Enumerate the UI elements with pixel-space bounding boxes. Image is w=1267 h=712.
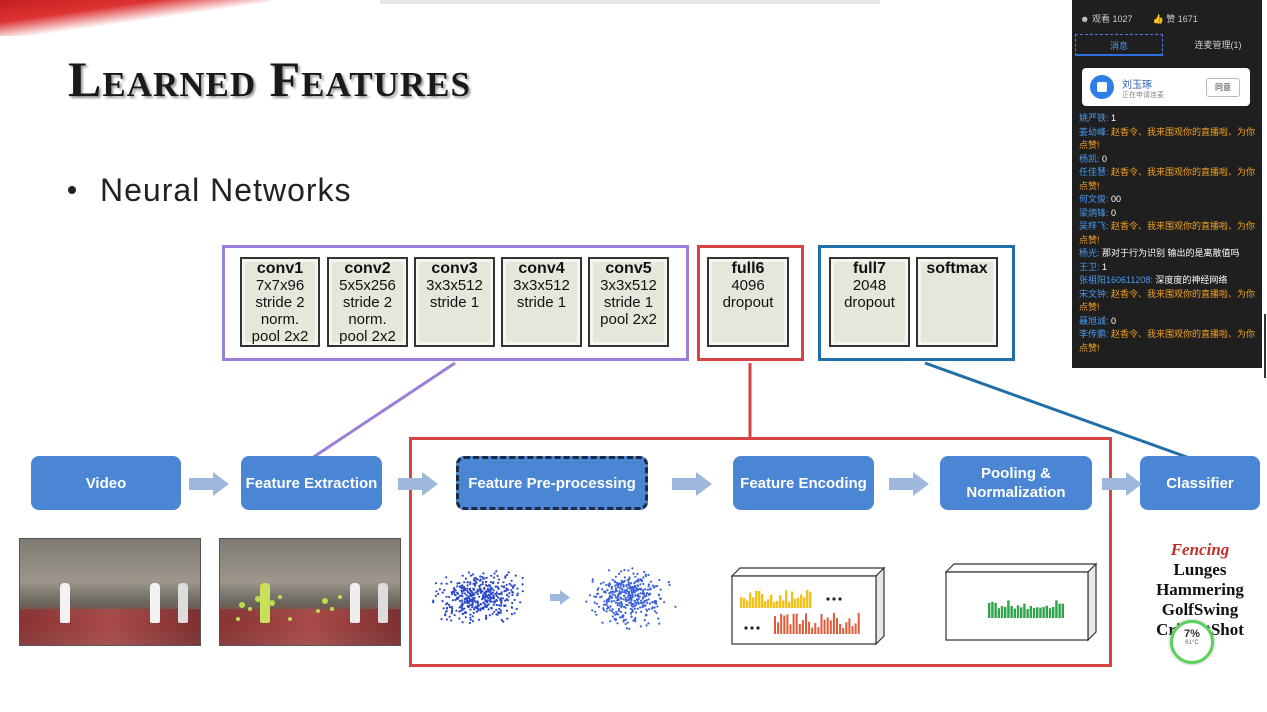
class-label: GolfSwing xyxy=(1161,600,1239,619)
chat-user[interactable]: 梁炳锋: xyxy=(1079,207,1109,218)
class-label: Lunges xyxy=(1173,560,1227,579)
chat-user[interactable]: 姚严铁: xyxy=(1079,113,1109,123)
pooling-histogram-illustration xyxy=(944,562,1098,642)
feature-points-overlay xyxy=(236,595,342,621)
layer-conv4: conv4 3x3x512 stride 1 xyxy=(501,257,582,347)
window-top-edge xyxy=(380,0,880,4)
chat-message: 聂旭诚: 0 xyxy=(1079,315,1257,329)
chat-message: 张祖阳160611208: 深度度的神经网络 xyxy=(1079,274,1257,288)
encoding-histogram-illustration xyxy=(730,566,886,646)
layer-conv3: conv3 3x3x512 stride 1 xyxy=(414,257,495,347)
chat-message: 李传鹏: 赵香令、我来围观你的直播啦、为你点赞! xyxy=(1079,328,1257,355)
chat-message: 任佳慧: 赵香令、我来围观你的直播啦、为你点赞! xyxy=(1079,166,1257,193)
likes-count: 赞 1671 xyxy=(1166,14,1198,24)
requester-name: 刘玉琢 xyxy=(1122,80,1152,91)
layer-conv2: conv2 5x5x256 stride 2 norm. pool 2x2 xyxy=(327,257,408,347)
layer-full6: full6 4096 dropout xyxy=(707,257,789,347)
class-label: Fencing xyxy=(1170,540,1230,559)
tail-connector-line xyxy=(924,361,1196,462)
chat-message: 杨凯: 0 xyxy=(1079,153,1257,167)
conv-layers-group xyxy=(222,245,689,361)
chat-text: 赵香令、我来围观你的直播啦、为你点赞! xyxy=(1079,288,1256,313)
chat-message: 宋文钟: 赵香令、我来围观你的直播啦、为你点赞! xyxy=(1079,288,1257,315)
chat-message: 梁炳锋: 0 xyxy=(1079,207,1257,221)
step-video: Video xyxy=(31,456,181,510)
step-feature-preprocessing: Feature Pre-processing xyxy=(456,456,648,510)
chat-user[interactable]: 李传鹏: xyxy=(1079,329,1109,339)
chat-user[interactable]: 姜幼峰: xyxy=(1079,126,1109,137)
chat-text: 那对于行为识别 输出的是离散值吗 xyxy=(1102,248,1240,258)
full6-group xyxy=(697,245,804,361)
chat-message: 吴梓飞: 赵香令、我来围观你的直播啦、为你点赞! xyxy=(1079,220,1257,247)
chat-message: 姜幼峰: 赵香令、我来围观你的直播啦、为你点赞! xyxy=(1079,126,1257,153)
video-frame-thumbnail xyxy=(19,538,201,646)
window-edge xyxy=(1264,314,1266,378)
chat-message: 杨光: 那对于行为识别 输出的是离散值吗 xyxy=(1079,247,1257,261)
step-pooling-normalization: Pooling & Normalization xyxy=(940,456,1092,510)
layer-full7: full7 2048 dropout xyxy=(829,257,910,347)
chat-user[interactable]: 杨凯: xyxy=(1079,153,1100,164)
layer-conv1: conv1 7x7x96 stride 2 norm. pool 2x2 xyxy=(240,257,320,347)
chat-text: 0 xyxy=(1111,315,1117,326)
chat-text: 赵香令、我来围观你的直播啦、为你点赞! xyxy=(1079,167,1256,191)
system-monitor-widget[interactable]: 7% 61°C xyxy=(1170,620,1214,664)
chat-text: 深度度的神经网络 xyxy=(1155,275,1228,285)
bullet-dot-icon xyxy=(68,185,76,194)
slide-title: Learned Features xyxy=(68,51,471,107)
temperature-readout: 61°C xyxy=(1185,640,1199,646)
chat-user[interactable]: 宋文钟: xyxy=(1079,288,1109,299)
live-chat-panel: ☻ 观看 1027 👍 赞 1671 消息 连麦管理(1) 刘玉琢 正在申请连麦… xyxy=(1072,0,1262,368)
chat-text: 00 xyxy=(1111,194,1122,204)
step-classifier: Classifier xyxy=(1140,456,1260,510)
chat-text: 赵香令、我来围观你的直播啦、为你点赞! xyxy=(1079,221,1256,245)
mic-request-card: 刘玉琢 正在申请连麦 同意 xyxy=(1082,68,1250,106)
chat-user[interactable]: 吴梓飞: xyxy=(1079,221,1109,231)
chat-user[interactable]: 任佳慧: xyxy=(1079,167,1109,177)
chat-user[interactable]: 张祖阳160611208: xyxy=(1079,275,1153,285)
chat-text: 1 xyxy=(1102,261,1108,272)
thumbs-up-icon: 👍 xyxy=(1152,14,1164,24)
chat-tabs: 消息 连麦管理(1) xyxy=(1072,34,1262,58)
scatter-arrow-icon xyxy=(550,590,570,605)
chat-text: 0 xyxy=(1102,153,1108,164)
bullet-text: Neural Networks xyxy=(100,172,352,208)
stream-stats: ☻ 观看 1027 👍 赞 1671 xyxy=(1080,12,1198,25)
layer-conv5: conv5 3x3x512 stride 1 pool 2x2 xyxy=(588,257,669,347)
chat-user[interactable]: 王卫: xyxy=(1079,261,1100,272)
tab-messages[interactable]: 消息 xyxy=(1075,34,1163,56)
chat-message: 何文俊: 00 xyxy=(1079,193,1257,207)
slide-header-decoration xyxy=(0,0,270,36)
chat-text: 1 xyxy=(1111,113,1117,123)
chat-message: 姚严铁: 1 xyxy=(1079,112,1257,126)
cpu-percent: 7% xyxy=(1184,628,1200,640)
approve-button[interactable]: 同意 xyxy=(1206,78,1240,97)
feature-frame-thumbnail xyxy=(219,538,401,646)
viewers-count: 观看 1027 xyxy=(1092,14,1133,24)
class-label: Hammering xyxy=(1156,580,1244,599)
chat-user[interactable]: 聂旭诚: xyxy=(1079,315,1109,326)
chat-user[interactable]: 何文俊: xyxy=(1079,194,1109,204)
tv-avatar-icon xyxy=(1090,75,1114,99)
layer-softmax: softmax xyxy=(916,257,998,347)
chat-text: 赵香令、我来围观你的直播啦、为你点赞! xyxy=(1079,126,1256,151)
bullet-item: Neural Networks xyxy=(68,172,352,209)
chat-user[interactable]: 杨光: xyxy=(1079,248,1100,258)
full7-softmax-group xyxy=(818,245,1015,361)
encoding-section-frame xyxy=(409,437,1112,667)
step-feature-encoding: Feature Encoding xyxy=(733,456,874,510)
preprocessing-scatter-illustration xyxy=(432,567,677,630)
viewers-icon: ☻ xyxy=(1080,14,1090,24)
chat-message: 王卫: 1 xyxy=(1079,261,1257,275)
step-feature-extraction: Feature Extraction xyxy=(241,456,382,510)
conv-connector-line xyxy=(311,361,456,460)
request-status: 正在申请连麦 xyxy=(1122,92,1164,99)
chat-text: 赵香令、我来围观你的直播啦、为你点赞! xyxy=(1079,329,1256,353)
chat-text: 0 xyxy=(1111,207,1117,218)
tab-mic-management[interactable]: 连麦管理(1) xyxy=(1194,40,1242,50)
